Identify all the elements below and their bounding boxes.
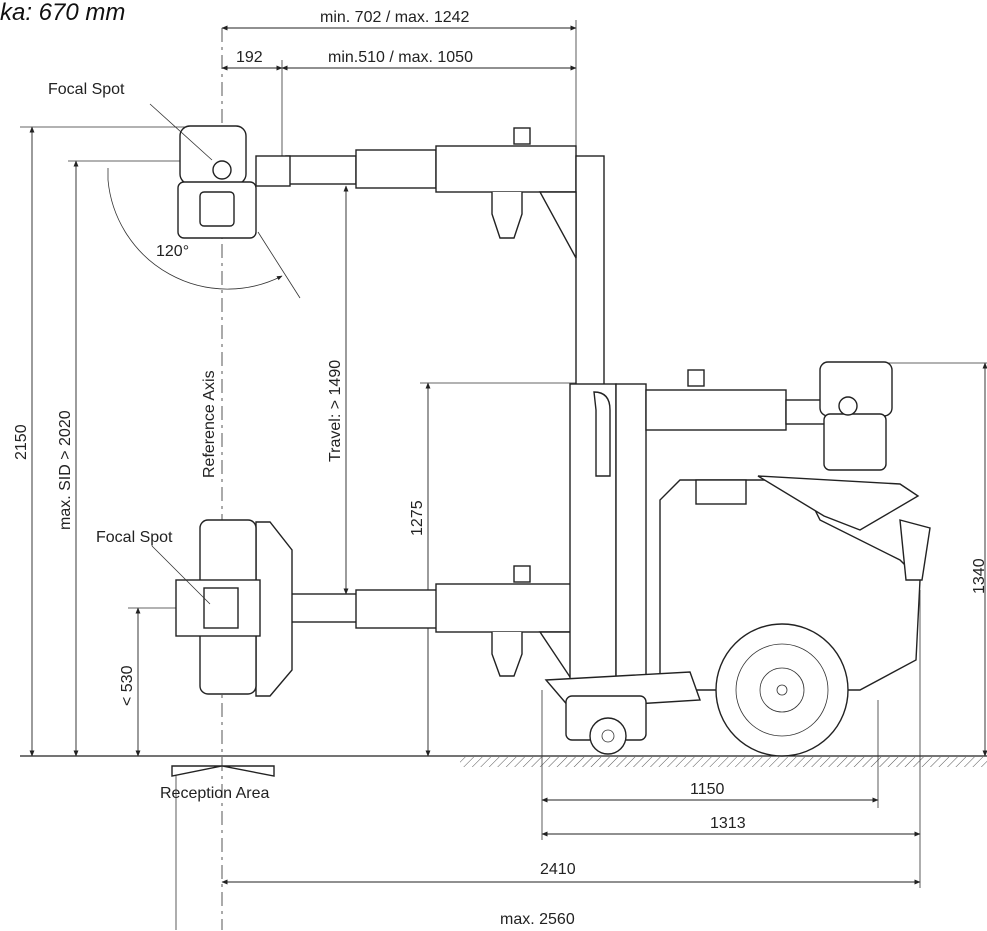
label-focal-spot-bottom: Focal Spot xyxy=(96,529,173,546)
dim-low-position: < 530 xyxy=(119,665,136,706)
dim-wheelbase: 1150 xyxy=(690,781,725,798)
caption-fragment: ka: 670 mm xyxy=(0,0,125,26)
dim-column-height: 1275 xyxy=(409,500,426,536)
angle-arc xyxy=(107,168,301,299)
label-focal-spot-top: Focal Spot xyxy=(48,81,125,98)
dim-offset: 192 xyxy=(236,49,263,66)
floor xyxy=(20,755,987,767)
column-dimension xyxy=(420,382,600,757)
dim-right-height: 1340 xyxy=(971,558,987,594)
right-dimension xyxy=(880,362,987,757)
dim-top-total: min. 702 / max. 1242 xyxy=(320,9,470,26)
label-reference-axis: Reference Axis xyxy=(201,370,218,478)
top-dimension-group xyxy=(221,20,577,160)
tube-head-top xyxy=(149,103,291,239)
lower-arm-lowered xyxy=(281,565,573,683)
mobile-unit xyxy=(544,361,931,757)
dim-max-sid: max. SID > 2020 xyxy=(57,410,74,530)
bottom-dimension-group xyxy=(221,590,921,888)
tube-head-bottom xyxy=(151,519,293,697)
dim-overall-length: 2410 xyxy=(540,861,576,878)
label-reception-area: Reception Area xyxy=(160,785,270,802)
dim-height-total: 2150 xyxy=(13,424,30,460)
label-angle: 120° xyxy=(156,243,189,260)
reception-area-symbol xyxy=(171,765,275,777)
dim-max-length: max. 2560 xyxy=(500,911,575,928)
upper-arm-raised xyxy=(285,127,605,389)
dim-travel: Travel: > 1490 xyxy=(327,360,344,462)
dim-base-length: 1313 xyxy=(710,815,746,832)
dim-arm-travel: min.510 / max. 1050 xyxy=(328,49,473,66)
